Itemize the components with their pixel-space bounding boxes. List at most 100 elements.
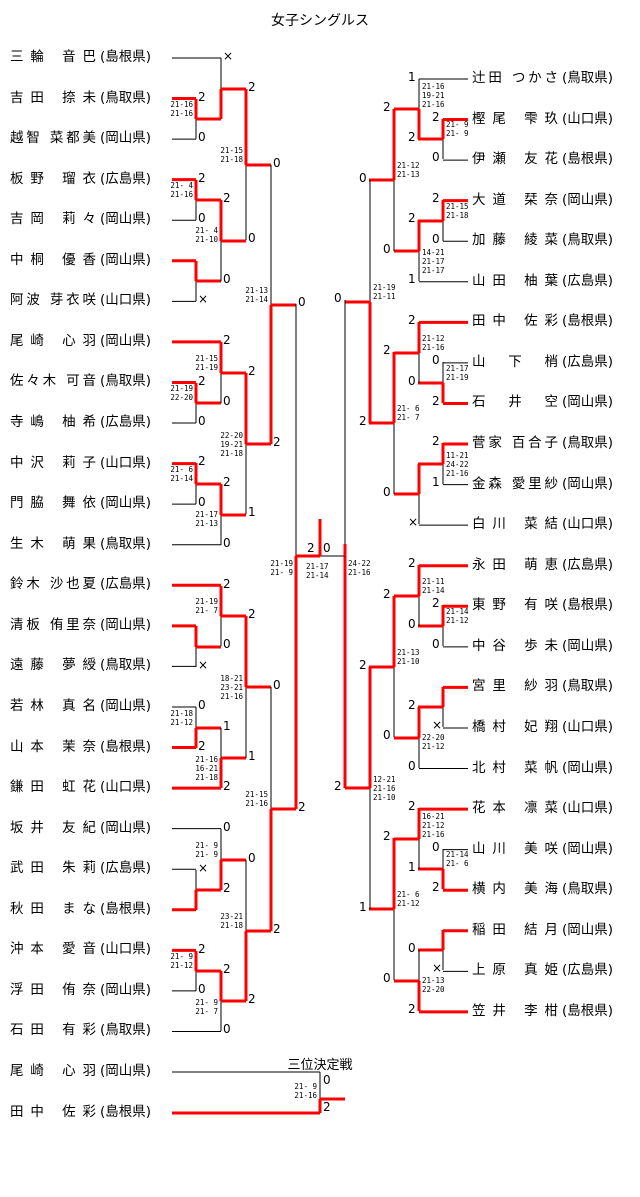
game-score: 21-14 xyxy=(306,571,329,580)
match-score-top: 2 xyxy=(198,374,206,388)
player-name: 樫尾 雫玖 xyxy=(472,110,558,127)
player-name: 浮田 侑奈 xyxy=(10,981,96,998)
game-score: 21- 9 xyxy=(195,850,218,859)
game-score: 21-13 xyxy=(397,648,420,657)
game-score: 14-21 xyxy=(422,248,445,257)
game-score: 22-20 xyxy=(220,431,243,440)
match-score-top: 2 xyxy=(383,587,391,601)
player-name: 伊瀬 友花 xyxy=(472,151,558,168)
game-score: 21-19 xyxy=(446,373,469,382)
player-prefecture: (岡山県) xyxy=(100,819,152,836)
match-score-top: 2 xyxy=(408,211,416,225)
match-score-top: 2 xyxy=(223,962,231,976)
player-prefecture: (島根県) xyxy=(100,900,152,917)
player-prefecture: (島根県) xyxy=(562,151,614,168)
match-score-top: 2 xyxy=(223,333,231,347)
player-name: 尾崎 心羽 xyxy=(10,1063,96,1079)
player-prefecture: (鳥取県) xyxy=(100,373,152,390)
match-score-top: 2 xyxy=(198,454,206,468)
player-prefecture: (山口県) xyxy=(562,718,614,735)
match-score-top: 2 xyxy=(432,191,440,205)
player-prefecture: (岡山県) xyxy=(562,637,614,654)
match-score-top: 2 xyxy=(223,475,231,489)
game-score: 21- 4 xyxy=(195,226,218,235)
match-score-top: 0 xyxy=(273,156,281,170)
game-score: 21-16 xyxy=(446,469,469,478)
game-score: 11-21 xyxy=(446,451,469,460)
player-name: 加藤 綾菜 xyxy=(472,232,558,249)
match-score-bottom: 2 xyxy=(273,435,281,449)
game-score: 21- 7 xyxy=(397,413,420,422)
game-score: 21-13 xyxy=(422,976,445,985)
match-score-top: 0 xyxy=(198,698,206,712)
game-score: 21- 9 xyxy=(446,120,469,129)
match-score-top: 2 xyxy=(198,171,206,185)
game-score: 21-15 xyxy=(195,354,218,363)
player-prefecture: (広島県) xyxy=(562,272,614,289)
player-prefecture: (島根県) xyxy=(100,1104,152,1120)
match-score-bottom: 0 xyxy=(223,1022,231,1036)
game-score: 21-19 xyxy=(195,597,218,606)
game-score: 21-15 xyxy=(446,202,469,211)
game-score: 21-18 xyxy=(195,773,218,782)
player-name: 尾崎 心羽 xyxy=(10,332,96,349)
player-name: 北村 菜帆 xyxy=(472,759,558,776)
match-score-bottom: 0 xyxy=(223,394,231,408)
player-name: 生木 萌果 xyxy=(10,535,96,552)
player-name: 東野 有咲 xyxy=(472,597,558,614)
player-name: 橋村 妃翔 xyxy=(472,718,558,735)
game-score: 21- 4 xyxy=(170,181,193,190)
game-score: 21-13 xyxy=(245,286,268,295)
player-name: 田中 佐彩 xyxy=(10,1104,96,1120)
player-prefecture: (鳥取県) xyxy=(100,89,152,106)
match-score-bottom: 0 xyxy=(383,728,391,742)
match-score-top: 1 xyxy=(223,719,231,733)
player-prefecture: (広島県) xyxy=(562,556,614,573)
player-name: 秋田 まな xyxy=(10,900,96,917)
match-score-bottom: 2 xyxy=(298,800,306,814)
match-score-bottom: 2 xyxy=(223,779,231,793)
game-score: 21- 9 xyxy=(170,952,193,961)
player-name: 武田 朱莉 xyxy=(10,860,96,877)
game-score: 21-10 xyxy=(373,793,396,802)
player-name: 山田 柚葉 xyxy=(472,272,558,289)
player-prefecture: (岡山県) xyxy=(100,130,152,147)
game-score: 22-20 xyxy=(422,733,445,742)
player-prefecture: (岡山県) xyxy=(100,981,152,998)
game-score: 21-16 xyxy=(348,568,371,577)
match-score-top: 2 xyxy=(408,799,416,813)
game-score: 21-11 xyxy=(422,577,445,586)
player-name: 山本 茉奈 xyxy=(10,738,96,755)
game-score: 21- 9 xyxy=(195,841,218,850)
match-score-bottom: 0 xyxy=(383,485,391,499)
player-prefecture: (鳥取県) xyxy=(562,435,614,452)
match-score-bottom: 2 xyxy=(432,394,440,408)
final-score-right: 0 xyxy=(323,541,331,555)
player-name: 永田 萌恵 xyxy=(472,556,558,573)
player-name: 上原 真姫 xyxy=(472,962,558,979)
game-score: 21-17 xyxy=(422,257,445,266)
player-prefecture: (岡山県) xyxy=(562,394,614,411)
game-score: 21-16 xyxy=(170,190,193,199)
game-score: 21-17 xyxy=(195,510,218,519)
final-score-left: 2 xyxy=(307,541,315,555)
game-score: 21- 9 xyxy=(294,1082,317,1091)
match-score-top: 0 xyxy=(359,171,367,185)
game-score: 21- 6 xyxy=(170,465,193,474)
match-score-bottom: 1 xyxy=(359,900,367,914)
player-prefecture: (岡山県) xyxy=(100,1063,152,1079)
game-score: 21-15 xyxy=(220,146,243,155)
